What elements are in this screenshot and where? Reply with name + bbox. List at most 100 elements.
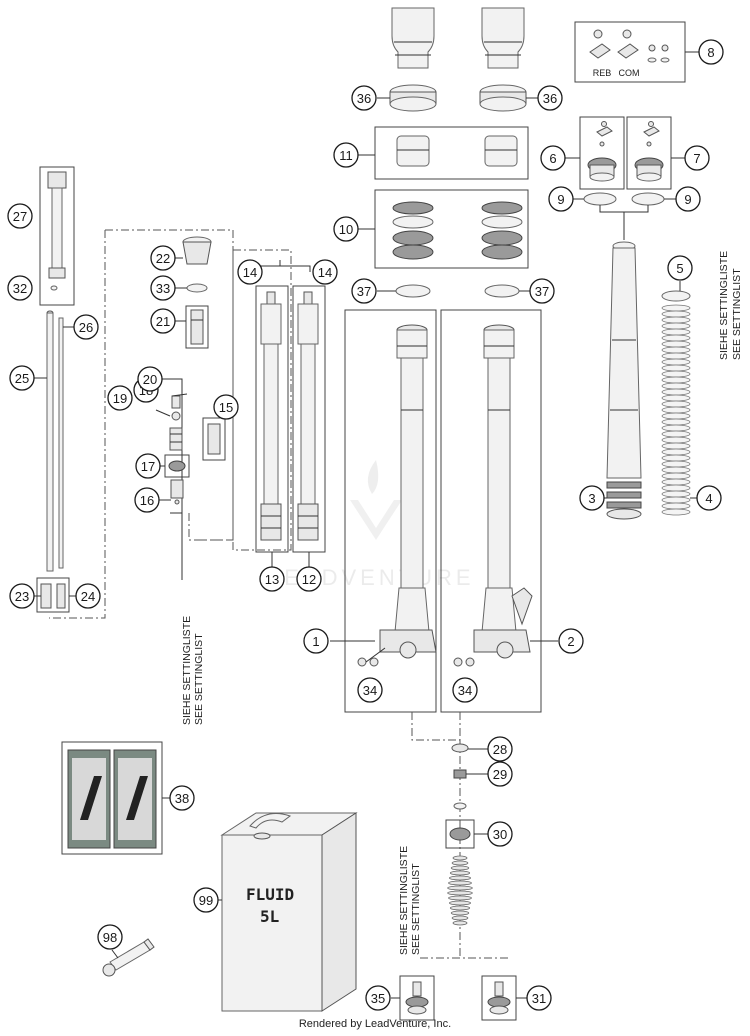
svg-text:1: 1 <box>312 634 319 649</box>
callout-28: 28 <box>487 736 513 762</box>
valve-22 <box>182 236 212 265</box>
svg-text:24: 24 <box>81 589 95 604</box>
callout-9a: 9 <box>548 186 574 212</box>
svg-text:16: 16 <box>140 493 154 508</box>
callout-27: 27 <box>7 203 33 229</box>
box-fork-leg-2 <box>440 309 542 713</box>
callout-34a: 34 <box>357 677 383 703</box>
svg-text:20: 20 <box>143 372 157 387</box>
holder-23-24 <box>40 583 66 609</box>
setting-label-de-spring: SIEHE SETTINGLISTE <box>718 251 730 360</box>
callout-1: 1 <box>303 628 329 654</box>
callout-24: 24 <box>75 583 101 609</box>
adjuster-cap-6 <box>587 121 617 182</box>
box-7 <box>626 116 672 190</box>
o-ring-37-left <box>395 284 431 298</box>
spring-4 <box>661 304 691 516</box>
callout-20: 20 <box>137 366 163 392</box>
box-6 <box>579 116 625 190</box>
svg-text:33: 33 <box>156 281 170 296</box>
callout-37b: 37 <box>529 278 555 304</box>
svg-text:10: 10 <box>339 222 353 237</box>
setting-label-de-valve: SIEHE SETTINGLISTE <box>181 616 193 725</box>
svg-text:21: 21 <box>156 314 170 329</box>
can-label-fluid: FLUID <box>246 885 294 904</box>
callout-11: 11 <box>333 142 359 168</box>
valve-21 <box>185 305 209 349</box>
rod-26 <box>58 317 64 569</box>
svg-text:25: 25 <box>15 371 29 386</box>
svg-text:99: 99 <box>199 893 213 908</box>
fork-boot-left <box>391 7 435 69</box>
fork-boot-right <box>481 7 525 69</box>
fork-leg-2 <box>453 324 533 667</box>
svg-text:4: 4 <box>705 491 712 506</box>
svg-text:28: 28 <box>493 742 507 757</box>
callout-10: 10 <box>333 216 359 242</box>
callout-34b: 34 <box>452 677 478 703</box>
callout-7: 7 <box>684 145 710 171</box>
valve-stack-bottom <box>445 743 475 926</box>
svg-text:26: 26 <box>79 320 93 335</box>
svg-text:37: 37 <box>357 284 371 299</box>
reb-label: REB <box>593 68 612 78</box>
box-23-24 <box>36 577 70 613</box>
callout-12: 12 <box>296 566 322 592</box>
rod-25 <box>46 310 54 572</box>
callout-26: 26 <box>73 314 99 340</box>
svg-text:32: 32 <box>13 281 27 296</box>
svg-text:3: 3 <box>588 491 595 506</box>
svg-text:2: 2 <box>567 634 574 649</box>
svg-text:9: 9 <box>557 192 564 207</box>
callout-30: 30 <box>487 821 513 847</box>
svg-text:35: 35 <box>371 991 385 1006</box>
cartridge-13 <box>260 291 282 541</box>
adjuster-cap-7 <box>634 121 664 182</box>
svg-text:37: 37 <box>535 284 549 299</box>
svg-text:12: 12 <box>302 572 316 587</box>
fork-leg-1 <box>357 324 437 667</box>
svg-text:6: 6 <box>549 151 556 166</box>
valve-parts-group-20 <box>168 395 221 505</box>
callout-3: 3 <box>579 485 605 511</box>
callout-9b: 9 <box>675 186 701 212</box>
o-ring-37-right <box>484 284 520 298</box>
setting-label-de-bottom: SIEHE SETTINGLISTE <box>398 846 410 955</box>
svg-text:14: 14 <box>243 265 257 280</box>
svg-text:13: 13 <box>265 572 279 587</box>
svg-text:31: 31 <box>532 991 546 1006</box>
svg-text:30: 30 <box>493 827 507 842</box>
callout-layer: 1234567899101112131414151617181920212223… <box>7 39 724 1011</box>
callout-35: 35 <box>365 985 391 1011</box>
dashdot-frame-left <box>49 229 234 619</box>
svg-text:34: 34 <box>363 683 377 698</box>
com-label: COM <box>619 68 640 78</box>
callout-14b: 14 <box>312 259 338 285</box>
callout-22: 22 <box>150 245 176 271</box>
callout-38: 38 <box>169 785 195 811</box>
tool-27 <box>39 166 75 306</box>
base-valve-31 <box>487 981 511 1015</box>
can-label-volume: 5L <box>260 907 279 926</box>
svg-text:17: 17 <box>141 459 155 474</box>
decal-stickers-38 <box>67 749 157 849</box>
grease-tube-98 <box>102 938 155 977</box>
outer-tube-3 <box>606 241 642 520</box>
svg-text:11: 11 <box>339 148 353 163</box>
callout-31: 31 <box>526 985 552 1011</box>
callout-32: 32 <box>7 275 33 301</box>
cap-ring-left <box>389 84 437 112</box>
callout-29: 29 <box>487 761 513 787</box>
callout-6: 6 <box>540 145 566 171</box>
callout-4: 4 <box>696 485 722 511</box>
svg-text:34: 34 <box>458 683 472 698</box>
callout-8: 8 <box>698 39 724 65</box>
setting-label-en-bottom: SEE SETTINGLIST <box>410 863 422 955</box>
box-15 <box>202 417 226 461</box>
callout-15: 15 <box>213 394 239 420</box>
bushing-pair-11 <box>396 135 518 167</box>
callout-2: 2 <box>558 628 584 654</box>
cartridge-12 <box>297 291 319 541</box>
callout-19: 19 <box>107 385 133 411</box>
callout-98: 98 <box>97 924 123 950</box>
